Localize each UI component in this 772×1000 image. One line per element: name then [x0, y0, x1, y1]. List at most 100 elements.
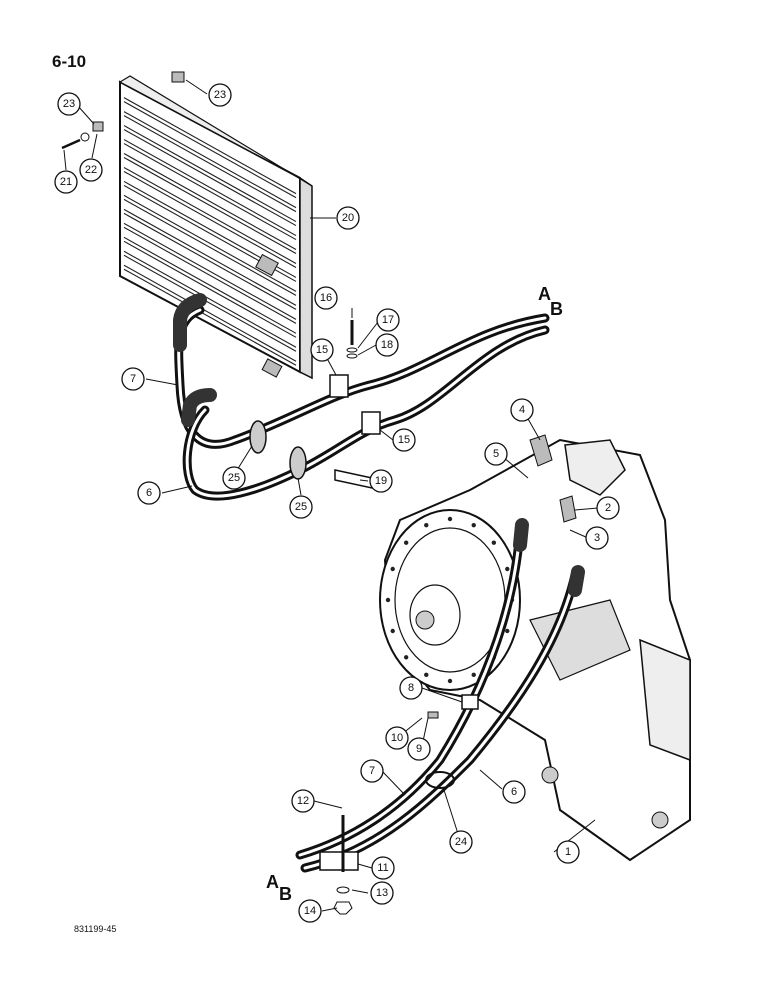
callout-5: 5	[484, 442, 508, 466]
callout-number: 23	[63, 98, 75, 110]
callout-number: 1	[565, 846, 571, 858]
callout-16: 16	[314, 286, 338, 310]
callout-circle	[585, 526, 609, 550]
callout-17: 17	[376, 308, 400, 332]
callout-3: 3	[585, 526, 609, 550]
callout-number: 6	[511, 786, 517, 798]
callout-number: 3	[594, 532, 600, 544]
callout-19: 19	[369, 469, 393, 493]
callout-number: 7	[369, 765, 375, 777]
callout-circle	[370, 881, 394, 905]
callout-circle	[298, 899, 322, 923]
transmission	[379, 434, 691, 862]
clamp-24	[425, 771, 455, 789]
callout-circle	[54, 170, 78, 194]
callout-14: 14	[298, 899, 322, 923]
callout-number: 7	[130, 373, 136, 385]
callout-21: 21	[54, 170, 78, 194]
callout-circle	[407, 737, 431, 761]
callout-circle	[371, 856, 395, 880]
callout-number: 16	[320, 292, 332, 304]
callout-11: 11	[371, 856, 395, 880]
callout-number: 25	[295, 501, 307, 513]
callout-10: 10	[385, 726, 409, 750]
clamp-8	[461, 694, 479, 710]
callout-7: 7	[360, 759, 384, 783]
line-end-lower-b: B	[279, 884, 292, 904]
callout-circle	[449, 830, 473, 854]
callout-number: 24	[455, 836, 467, 848]
callout-number: 9	[416, 743, 422, 755]
callout-number: 13	[376, 887, 388, 899]
callout-1: 1	[556, 840, 580, 864]
line-end-lower-a: A	[266, 872, 279, 892]
callout-20: 20	[336, 206, 360, 230]
callout-circle	[79, 158, 103, 182]
callout-circle	[222, 466, 246, 490]
callout-number: 14	[304, 905, 316, 917]
callout-number: 12	[297, 795, 309, 807]
callout-12: 12	[291, 789, 315, 813]
callout-24: 24	[449, 830, 473, 854]
callout-number: 11	[377, 862, 388, 874]
callout-23: 23	[57, 92, 81, 116]
callout-25: 25	[289, 495, 313, 519]
callout-13: 13	[370, 881, 394, 905]
callout-number: 6	[146, 487, 152, 499]
callout-25: 25	[222, 466, 246, 490]
callout-circle	[137, 481, 161, 505]
callout-layer: 1234566778910111213141515161718192021222…	[54, 83, 620, 923]
callout-number: 4	[519, 404, 525, 416]
bracket	[334, 469, 373, 489]
callout-2: 2	[596, 496, 620, 520]
callout-circle	[556, 840, 580, 864]
callout-circle	[208, 83, 232, 107]
callout-15: 15	[392, 428, 416, 452]
callout-23: 23	[208, 83, 232, 107]
line-end-upper-a: A	[538, 284, 551, 304]
callout-circle	[369, 469, 393, 493]
callout-circle	[376, 308, 400, 332]
callout-22: 22	[79, 158, 103, 182]
callout-circle	[360, 759, 384, 783]
callout-number: 23	[214, 89, 226, 101]
clamp-upper	[329, 374, 349, 398]
callout-circle	[392, 428, 416, 452]
callout-number: 5	[493, 448, 499, 460]
callout-15: 15	[310, 338, 334, 362]
callout-number: 15	[316, 344, 328, 356]
grommet-upper	[249, 420, 267, 454]
callout-number: 10	[391, 732, 403, 744]
line-end-label-lower: A B	[266, 872, 292, 904]
callout-number: 15	[398, 434, 410, 446]
grommet-lower	[289, 446, 307, 480]
clamp-11	[319, 851, 359, 871]
page-number: 6-10	[52, 52, 87, 71]
callout-circle	[289, 495, 313, 519]
callout-7: 7	[121, 367, 145, 391]
callout-circle	[375, 333, 399, 357]
callout-number: 17	[382, 314, 394, 326]
line-end-label-upper: A B	[538, 284, 563, 319]
callout-number: 8	[408, 682, 414, 694]
callout-circle	[510, 398, 534, 422]
line-end-upper-b: B	[550, 299, 563, 319]
callout-circle	[310, 338, 334, 362]
callout-circle	[385, 726, 409, 750]
callout-number: 2	[605, 502, 611, 514]
drawing-code: 831199-45	[74, 924, 117, 934]
callout-9: 9	[407, 737, 431, 761]
callout-circle	[57, 92, 81, 116]
callout-number: 22	[85, 164, 97, 176]
callout-18: 18	[375, 333, 399, 357]
callout-number: 25	[228, 472, 240, 484]
callout-circle	[121, 367, 145, 391]
callout-number: 21	[60, 176, 72, 188]
callout-circle	[291, 789, 315, 813]
callout-circle	[399, 676, 423, 700]
callout-number: 19	[375, 475, 387, 487]
callout-6: 6	[137, 481, 161, 505]
callout-circle	[596, 496, 620, 520]
